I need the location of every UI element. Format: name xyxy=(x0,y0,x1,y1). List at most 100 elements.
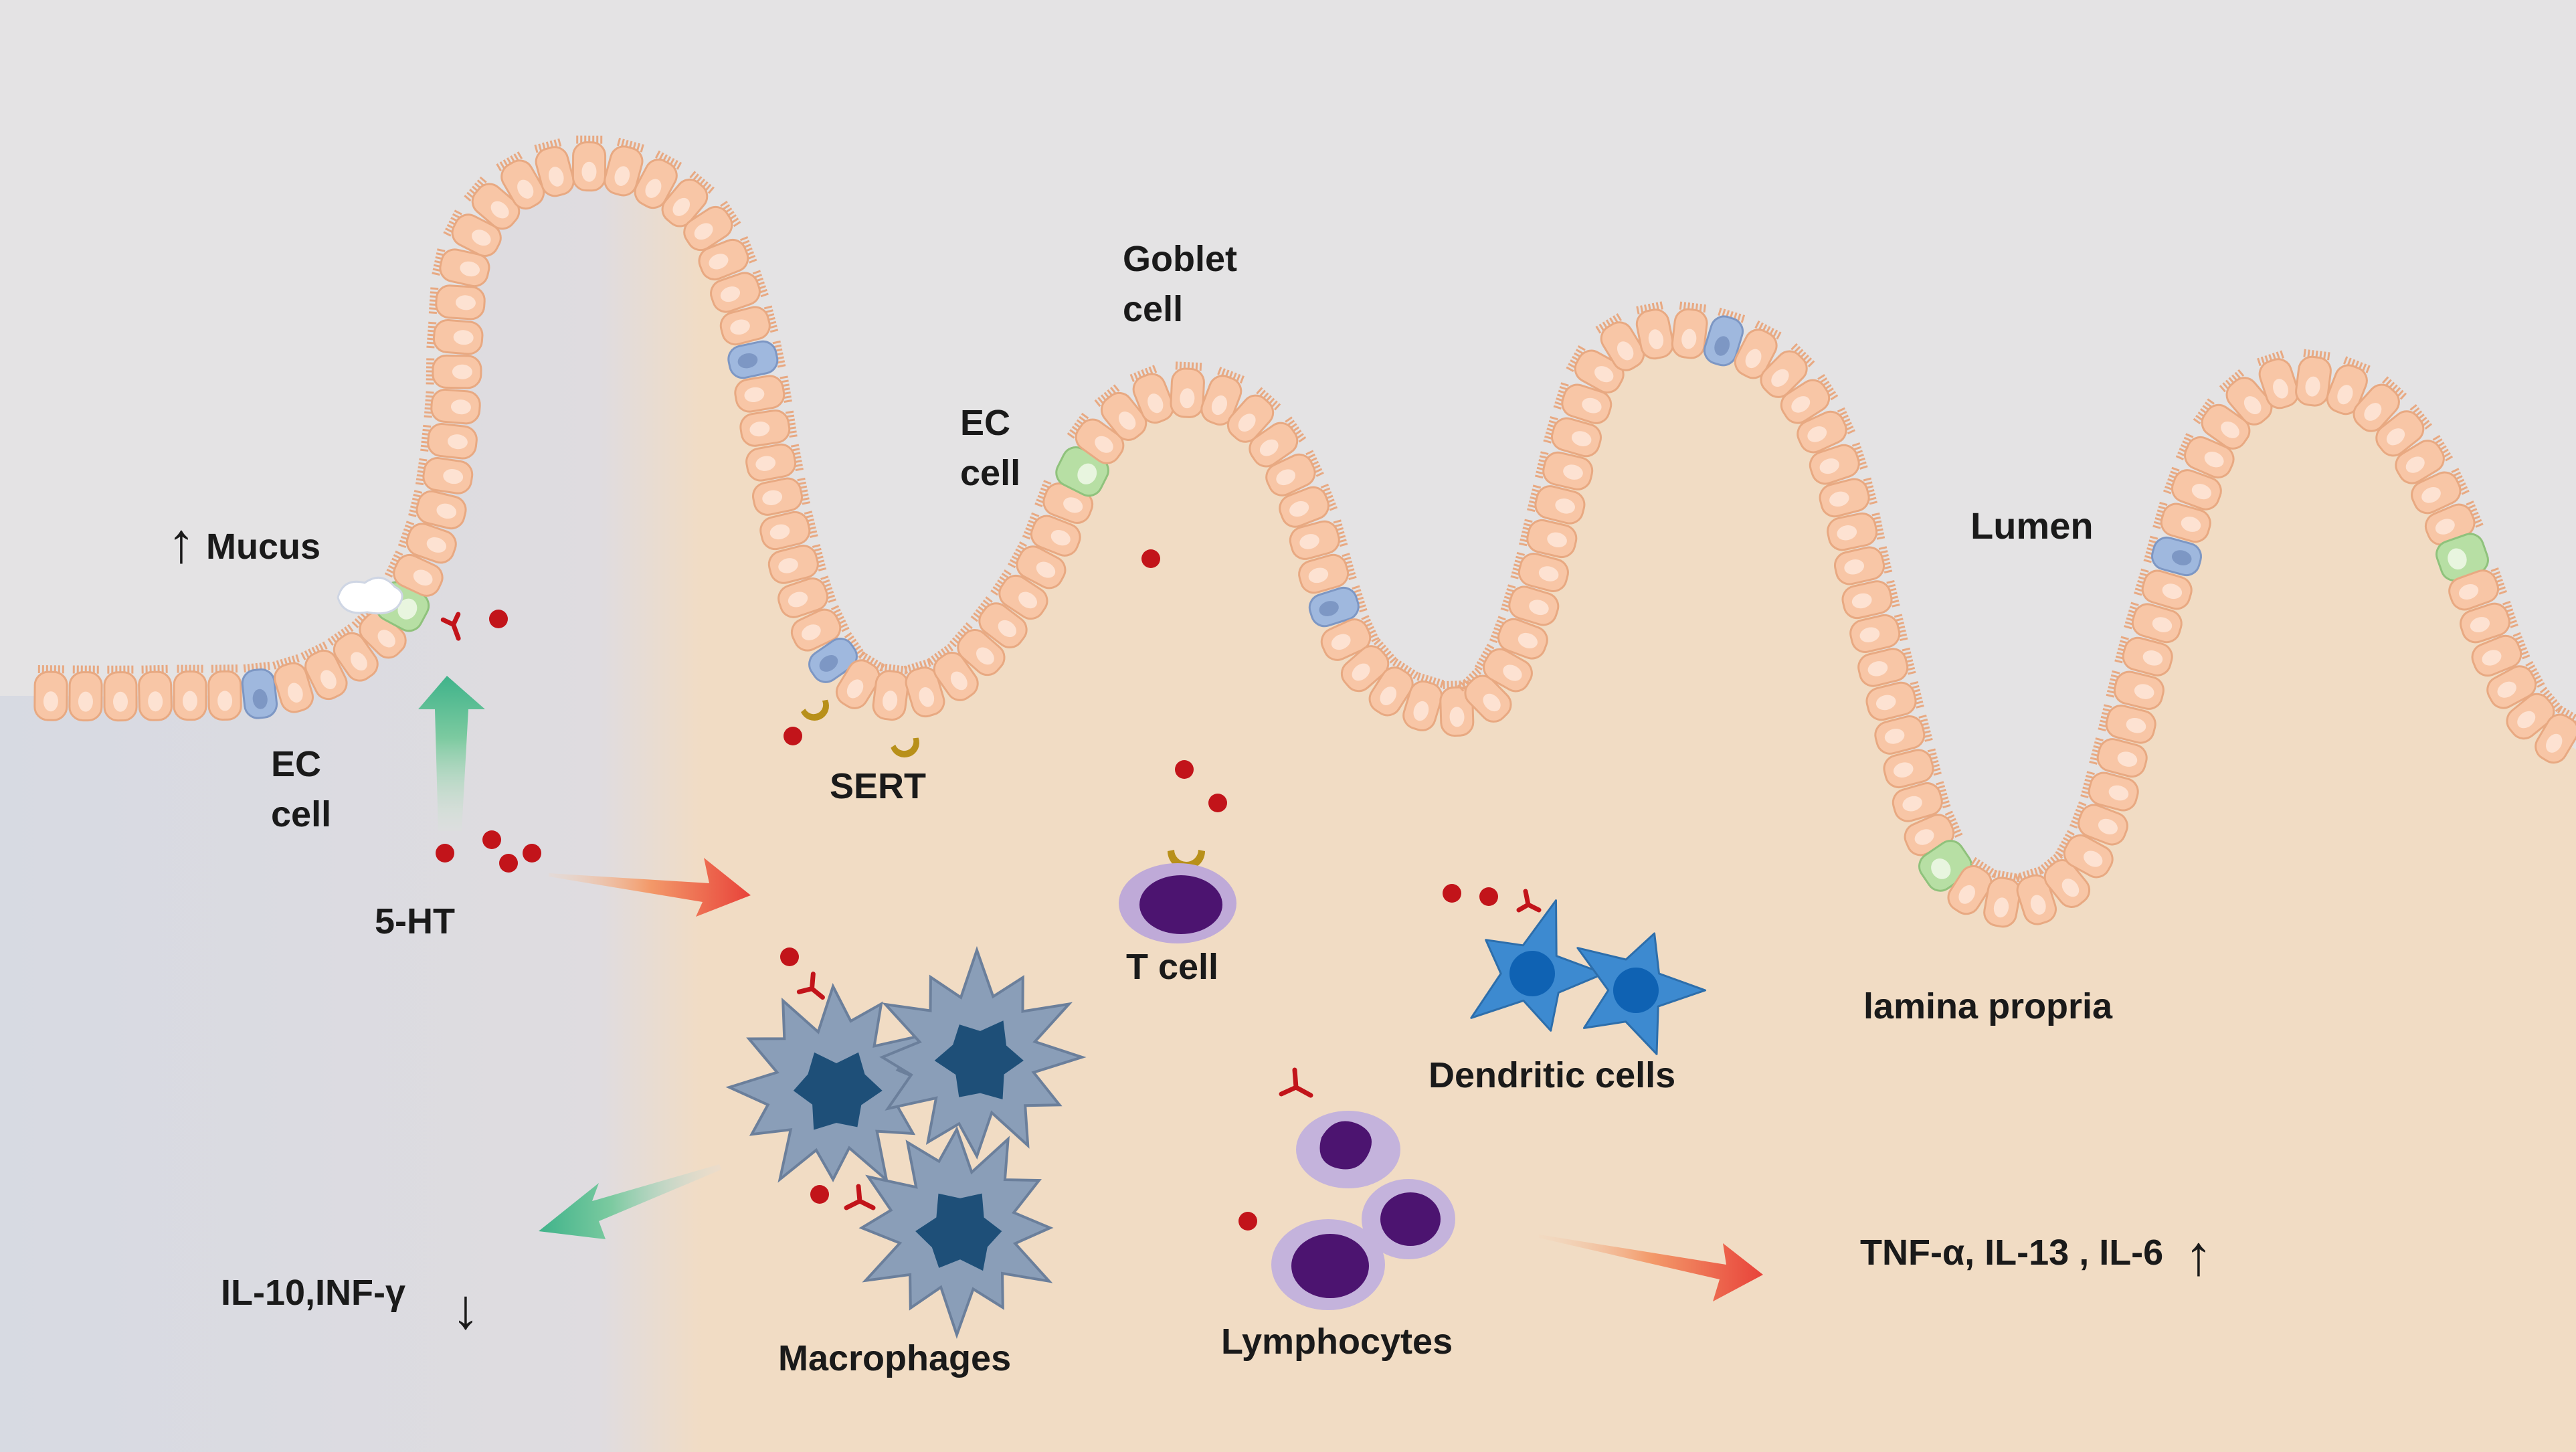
dendritic-cell-icon xyxy=(1470,899,1605,1032)
red-arrow-to-cytokines xyxy=(1539,1235,1763,1301)
enterocyte xyxy=(1841,579,1900,620)
enterocyte xyxy=(420,423,478,460)
enterocyte xyxy=(2152,501,2211,543)
enterocyte xyxy=(1797,407,1855,454)
enterocyte xyxy=(571,135,607,192)
lymphocyte-icon xyxy=(1296,1111,1400,1188)
enterocyte xyxy=(1457,667,1512,723)
enterocyte xyxy=(300,641,348,701)
enterocyte xyxy=(970,596,1028,648)
enterocyte xyxy=(2448,567,2507,611)
serotonin-dot xyxy=(1479,887,1498,906)
lymphocytes-group xyxy=(1271,1111,1455,1310)
enterocyte xyxy=(2069,801,2128,846)
enterocyte xyxy=(2037,851,2091,908)
enterocyte xyxy=(745,443,804,482)
enterocyte xyxy=(698,236,757,281)
enterocyte xyxy=(872,663,909,721)
enterocyte xyxy=(2486,660,2545,709)
enterocyte xyxy=(1874,715,1933,755)
enterocyte xyxy=(835,651,885,709)
enterocyte xyxy=(949,622,1006,676)
receptor-icon xyxy=(796,972,825,1000)
enterocyte xyxy=(1489,616,1548,660)
enterocyte xyxy=(2098,704,2156,744)
enterocyte xyxy=(1534,451,1594,490)
enterocyte xyxy=(351,604,407,659)
serotonin-dot xyxy=(489,610,508,628)
enterocyte xyxy=(2326,356,2371,416)
macrophage-icon xyxy=(858,1125,1054,1340)
label-dendritic-cells: Dendritic cells xyxy=(1429,1055,1675,1095)
enterocyte xyxy=(2460,600,2518,644)
enterocyte xyxy=(327,624,379,682)
enterocyte xyxy=(1780,373,1839,424)
enterocyte xyxy=(1734,320,1782,379)
enterocyte xyxy=(138,664,173,721)
serotonin-dot xyxy=(499,854,518,873)
intestinal-epithelium xyxy=(33,135,2576,928)
receptor-icon xyxy=(440,612,461,641)
enterocyte xyxy=(1834,546,1893,585)
lymphocyte-icon xyxy=(1271,1219,1385,1310)
mucus-up-arrow: ↑ xyxy=(167,511,195,574)
enterocyte xyxy=(1809,442,1868,485)
enterocyte xyxy=(1340,638,1397,693)
ec-cell xyxy=(241,662,278,719)
label-macrophages: Macrophages xyxy=(778,1338,1011,1378)
sert-icon xyxy=(891,737,920,757)
enterocyte xyxy=(1892,781,1951,822)
sert-icon xyxy=(801,699,829,721)
enterocyte xyxy=(408,490,467,530)
serotonin-dot xyxy=(523,844,541,863)
enterocyte xyxy=(1819,477,1878,518)
label-ec-cell-left: EC xyxy=(271,744,321,784)
enterocyte xyxy=(1265,450,1324,496)
dendritic-cell-icon xyxy=(1576,932,1707,1055)
enterocyte xyxy=(1320,615,1380,661)
enterocyte xyxy=(683,201,741,252)
enterocyte xyxy=(2535,705,2576,764)
enterocyte xyxy=(1500,584,1560,626)
enterocyte xyxy=(1671,301,1708,359)
enterocyte xyxy=(1595,313,1645,371)
enterocyte xyxy=(2124,602,2183,644)
enterocyte xyxy=(1200,367,1245,426)
label-lumen: Lumen xyxy=(1970,505,2094,547)
enterocyte xyxy=(990,569,1048,620)
serotonin-dot xyxy=(1208,794,1227,812)
enterocyte xyxy=(428,284,486,321)
enterocyte xyxy=(1527,484,1586,525)
serotonin-dot xyxy=(1141,549,1160,568)
enterocyte xyxy=(1067,412,1125,464)
label-ec-cell-mid-2: cell xyxy=(960,453,1020,493)
enterocyte xyxy=(634,150,682,209)
serotonin-dot xyxy=(482,830,501,849)
enterocyte xyxy=(2424,501,2484,546)
label-lamina-propria: lamina propria xyxy=(1863,986,2113,1026)
mucus-droplet xyxy=(337,576,403,615)
enterocyte xyxy=(2353,376,2407,432)
enterocyte xyxy=(1553,382,1613,424)
enterocyte xyxy=(1983,869,2021,928)
serotonin-dot xyxy=(780,947,799,966)
enterocyte xyxy=(2089,737,2148,778)
receptor-icon xyxy=(844,1184,876,1210)
enterocyte xyxy=(397,521,457,564)
enterocyte xyxy=(415,457,474,494)
ec-cell xyxy=(1308,585,1368,628)
enterocyte xyxy=(903,658,945,718)
enterocyte xyxy=(790,605,850,652)
label-lymphocytes: Lymphocytes xyxy=(1221,1322,1453,1362)
enterocyte xyxy=(207,664,242,721)
enterocyte xyxy=(1226,387,1281,443)
enterocyte xyxy=(2055,830,2114,879)
enterocyte xyxy=(1368,658,1419,717)
cytokines-up-arrow: ↑ xyxy=(2185,1224,2213,1287)
enterocyte xyxy=(2257,350,2300,410)
serotonin-molecules xyxy=(436,549,1498,1231)
enterocyte xyxy=(1883,748,1942,789)
label-ec-cell-left-2: cell xyxy=(271,794,331,834)
enterocyte xyxy=(2193,398,2251,450)
